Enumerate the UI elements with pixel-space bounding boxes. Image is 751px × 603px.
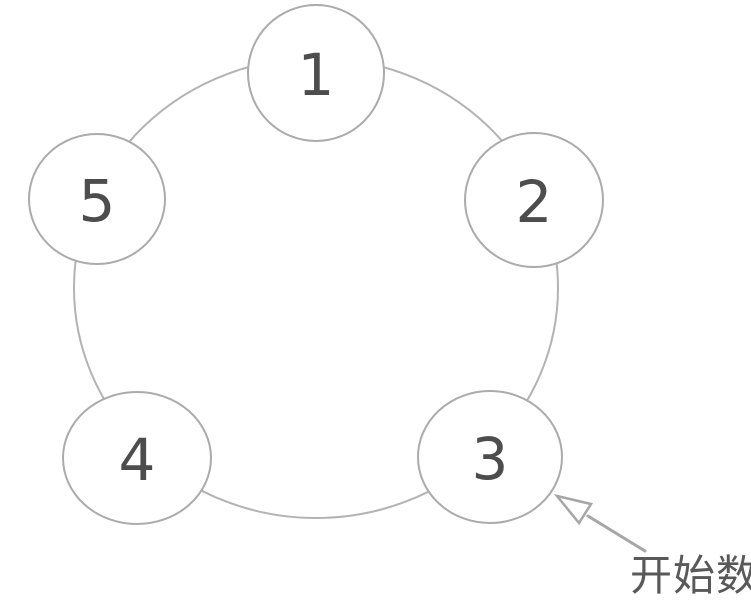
node-2-circle: [464, 132, 604, 268]
node-3: 3: [417, 390, 563, 524]
node-5-circle: [28, 133, 166, 265]
node-5-label: 5: [79, 167, 116, 235]
node-1-label: 1: [298, 41, 335, 109]
node-4-label: 4: [119, 426, 156, 494]
node-3-label: 3: [472, 425, 509, 493]
arrow-line: [586, 514, 647, 553]
node-2: 2: [464, 132, 604, 268]
arrow-head-icon: [553, 493, 593, 526]
node-5: 5: [28, 133, 166, 265]
node-4-circle: [62, 391, 212, 525]
node-1-circle: [247, 4, 385, 142]
node-4: 4: [62, 391, 212, 525]
node-1: 1: [247, 4, 385, 142]
node-2-label: 2: [516, 168, 553, 236]
node-3-circle: [417, 390, 563, 524]
start-pointer-arrow: [553, 493, 647, 553]
annotation-start-label: 开始数: [630, 551, 751, 600]
